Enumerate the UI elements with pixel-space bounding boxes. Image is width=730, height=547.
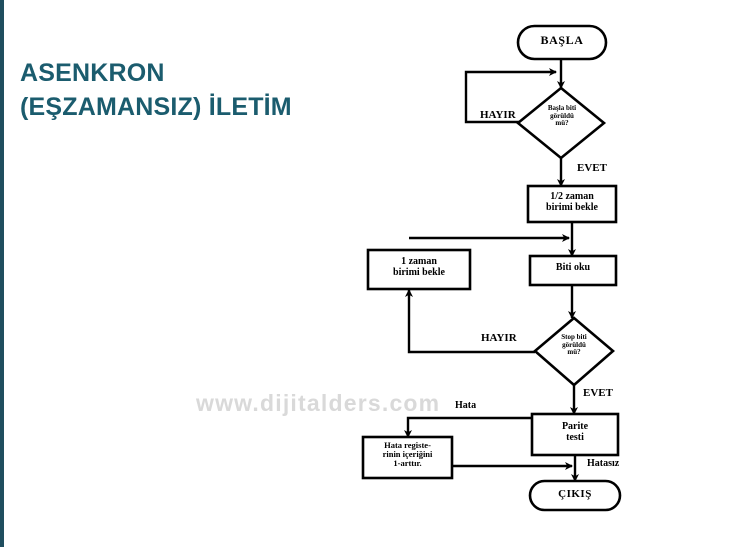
edge-start-decision-no-loop <box>464 68 557 124</box>
node-start-bit-decision <box>515 86 607 160</box>
edge-label-stop-bit-no: HAYIR <box>481 332 517 344</box>
left-accent-bar <box>0 0 4 547</box>
edge-parity-error <box>404 416 532 438</box>
node-exit <box>528 479 622 512</box>
left-accent-bar-gap <box>4 0 6 547</box>
node-read-bit <box>528 254 618 287</box>
edge-label-start-bit-no: HAYIR <box>480 109 516 121</box>
edge-label-stop-bit-yes: EVET <box>583 387 613 399</box>
edge-stop-decision-no <box>405 289 535 354</box>
edge-label-parity-error: Hata <box>455 400 477 411</box>
node-stop-bit-decision <box>533 316 615 387</box>
edge-label-parity-ok: Hatasız <box>587 458 620 469</box>
node-start <box>516 24 608 61</box>
node-error-register <box>361 435 454 480</box>
edge-label-start-bit-yes: EVET <box>577 162 607 174</box>
node-one-time-wait <box>366 248 472 291</box>
node-parity-test <box>530 412 620 457</box>
page-title: ASENKRON (EŞZAMANSIZ) İLETİM <box>20 59 292 121</box>
watermark-text: www.dijitalders.com <box>196 390 441 416</box>
node-half-time-wait <box>526 184 618 224</box>
